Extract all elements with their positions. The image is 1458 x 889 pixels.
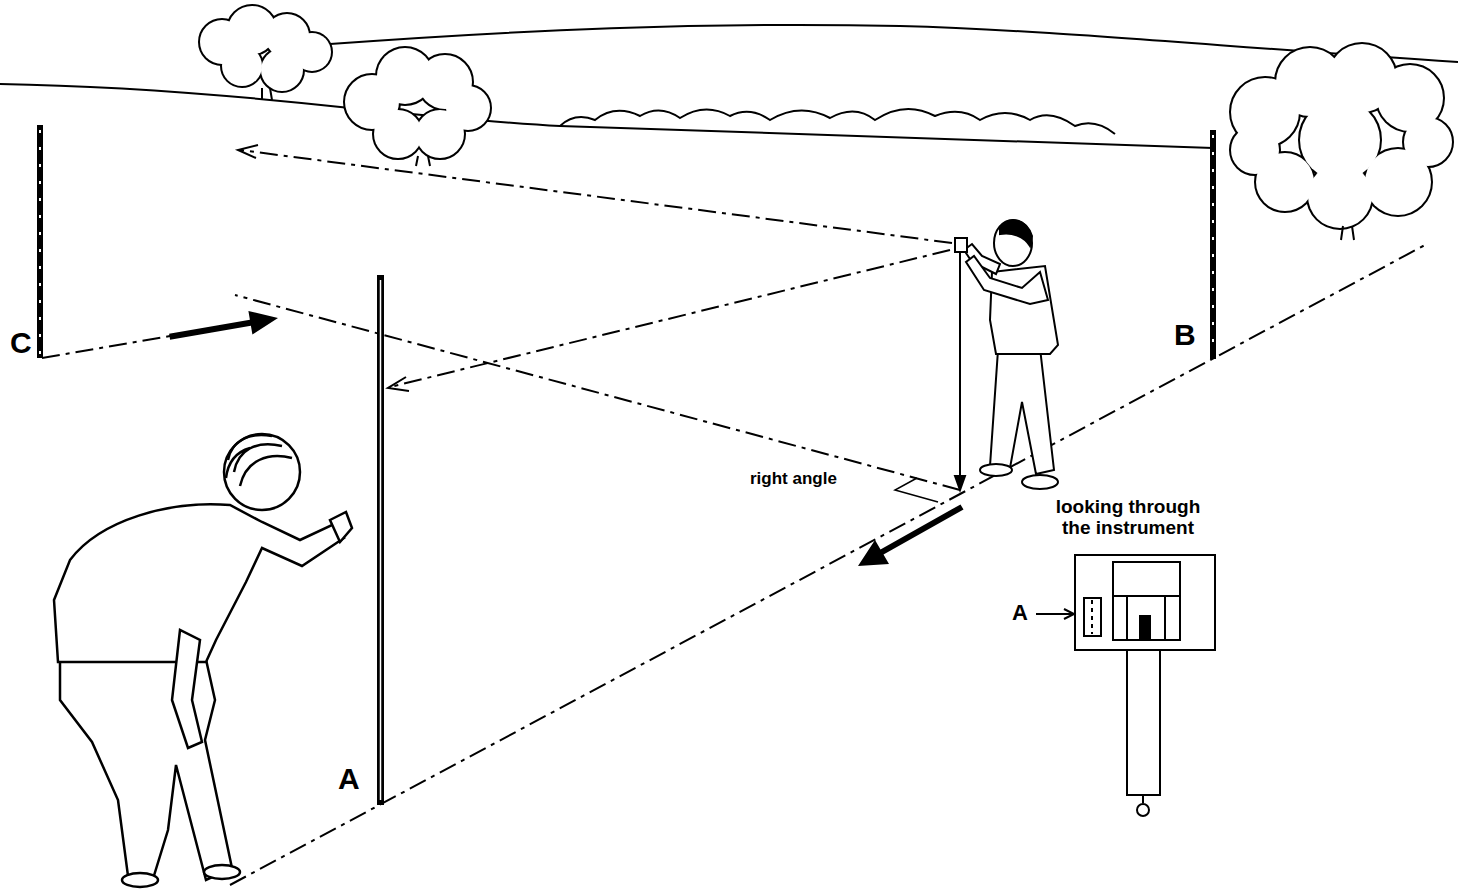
side-window — [1084, 598, 1101, 636]
sight-line — [390, 250, 950, 387]
foliage — [1231, 126, 1279, 174]
tree-fill — [1231, 44, 1452, 228]
foliage — [1231, 126, 1279, 174]
surveyor-bending — [54, 434, 352, 887]
foliage — [374, 110, 422, 158]
tree — [345, 48, 490, 166]
shoe — [1022, 475, 1058, 489]
pole — [37, 125, 43, 358]
tree-outline — [200, 6, 331, 91]
foliage — [1300, 100, 1380, 180]
instrument-body — [1075, 555, 1215, 650]
pole-label: A — [1010, 601, 1030, 625]
foliage — [416, 110, 464, 158]
leader-line — [1036, 613, 1072, 615]
window-line — [1113, 595, 1180, 597]
hair — [226, 435, 292, 486]
hand — [330, 512, 352, 542]
sight-line — [240, 150, 952, 243]
tree-fill — [345, 48, 490, 158]
pole — [1210, 130, 1216, 359]
plumb-ring — [1137, 804, 1149, 816]
perpendicular-line — [235, 295, 960, 490]
arrowhead — [238, 145, 258, 158]
instrument — [955, 238, 967, 252]
tree — [200, 6, 331, 100]
tree-fill — [200, 6, 331, 91]
shoe — [122, 873, 158, 887]
pole-stripes — [1212, 135, 1214, 355]
surveyor-standing — [955, 220, 1058, 490]
ranging-pole — [1210, 130, 1216, 359]
instrument-inset — [1036, 555, 1215, 816]
hair — [1000, 220, 1032, 246]
foliage — [1300, 100, 1380, 180]
instrument-handle — [1127, 650, 1160, 795]
pole-label: B — [1172, 318, 1198, 351]
head — [994, 220, 1032, 266]
trousers — [990, 348, 1054, 474]
pole-image — [1140, 616, 1150, 640]
tree-outline — [345, 48, 490, 158]
field-edge — [0, 84, 1213, 148]
direction-arrow — [858, 504, 964, 566]
pole-image — [1091, 600, 1093, 634]
pole-label: A — [336, 762, 362, 795]
hook — [1142, 795, 1144, 803]
instrument-window — [1113, 562, 1180, 640]
pole-label: C — [8, 326, 34, 359]
staff-point — [955, 476, 965, 490]
head — [224, 434, 300, 510]
direction-arrow — [169, 311, 278, 340]
foliage — [416, 110, 464, 158]
arrowhead — [1064, 609, 1074, 619]
arm — [172, 630, 202, 748]
angle-note: right angle — [748, 470, 839, 489]
foliage — [261, 49, 303, 91]
pole-line — [380, 280, 382, 800]
window-line — [1126, 596, 1128, 640]
arrowhead — [388, 377, 409, 391]
tree-outline — [1231, 44, 1452, 228]
trousers — [60, 655, 232, 882]
sight-lines — [42, 150, 1425, 885]
trunk — [262, 88, 272, 100]
window-line — [1164, 596, 1166, 640]
shoe — [204, 865, 240, 879]
ranging-pole — [37, 125, 43, 358]
shirt — [990, 266, 1058, 354]
pole-stripes — [39, 130, 41, 355]
foliage — [374, 110, 422, 158]
trunk — [416, 156, 430, 166]
base-line — [230, 245, 1425, 885]
right-angle-mark — [895, 478, 938, 502]
foliage — [261, 49, 303, 91]
tree — [1231, 44, 1452, 240]
inset-caption: looking through the instrument — [1040, 497, 1216, 539]
ranging-pole — [377, 275, 384, 805]
foliage — [222, 46, 262, 86]
pole — [377, 275, 384, 805]
foliage — [222, 46, 262, 86]
hedge — [560, 109, 1115, 134]
shoe — [980, 464, 1012, 476]
instrument-staff — [959, 250, 961, 478]
trunk — [1341, 226, 1354, 240]
